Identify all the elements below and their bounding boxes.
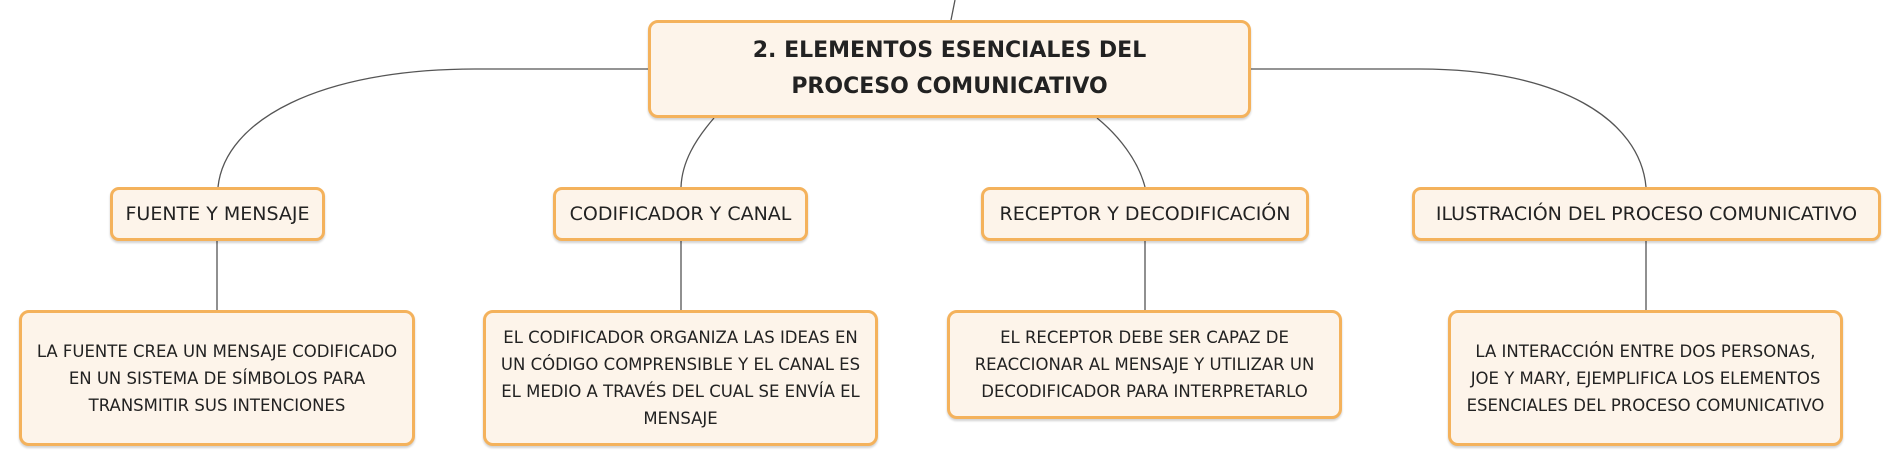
subtopic-ilustracion-detail[interactable]: LA INTERACCIÓN ENTRE DOS PERSONAS, JOE Y…	[1448, 310, 1843, 446]
subtopic-receptor-detail[interactable]: EL RECEPTOR DEBE SER CAPAZ DE REACCIONAR…	[947, 310, 1342, 419]
topic-codificador-y-canal[interactable]: CODIFICADOR Y CANAL	[553, 187, 808, 241]
root-topic[interactable]: 2. ELEMENTOS ESENCIALES DEL PROCESO COMU…	[648, 20, 1251, 118]
subtopic-text: EL RECEPTOR DEBE SER CAPAZ DE REACCIONAR…	[974, 328, 1315, 401]
root-topic-label: 2. ELEMENTOS ESENCIALES DEL PROCESO COMU…	[752, 38, 1147, 99]
subtopic-text: EL CODIFICADOR ORGANIZA LAS IDEAS EN UN …	[500, 328, 861, 428]
subtopic-fuente-detail[interactable]: LA FUENTE CREA UN MENSAJE CODIFICADO EN …	[19, 310, 415, 446]
topic-label: ILUSTRACIÓN DEL PROCESO COMUNICATIVO	[1435, 203, 1858, 225]
topic-label: FUENTE Y MENSAJE	[125, 203, 310, 225]
topic-receptor-y-decodificacion[interactable]: RECEPTOR Y DECODIFICACIÓN	[981, 187, 1309, 241]
connector-root-to-codificador	[680, 117, 715, 188]
topic-ilustracion-del-proceso[interactable]: ILUSTRACIÓN DEL PROCESO COMUNICATIVO	[1412, 187, 1881, 241]
topic-fuente-y-mensaje[interactable]: FUENTE Y MENSAJE	[110, 187, 325, 241]
topic-label: RECEPTOR Y DECODIFICACIÓN	[999, 203, 1291, 225]
connector-root-to-fuente	[217, 68, 648, 188]
subtopic-text: LA INTERACCIÓN ENTRE DOS PERSONAS, JOE Y…	[1466, 341, 1825, 415]
connector-root-to-ilustracion	[1251, 68, 1647, 188]
subtopic-codificador-detail[interactable]: EL CODIFICADOR ORGANIZA LAS IDEAS EN UN …	[483, 310, 878, 446]
connector-root-to-receptor	[1096, 117, 1146, 188]
topic-label: CODIFICADOR Y CANAL	[569, 203, 792, 225]
connector-parent-to-root	[950, 0, 956, 21]
subtopic-text: LA FUENTE CREA UN MENSAJE CODIFICADO EN …	[36, 341, 398, 415]
